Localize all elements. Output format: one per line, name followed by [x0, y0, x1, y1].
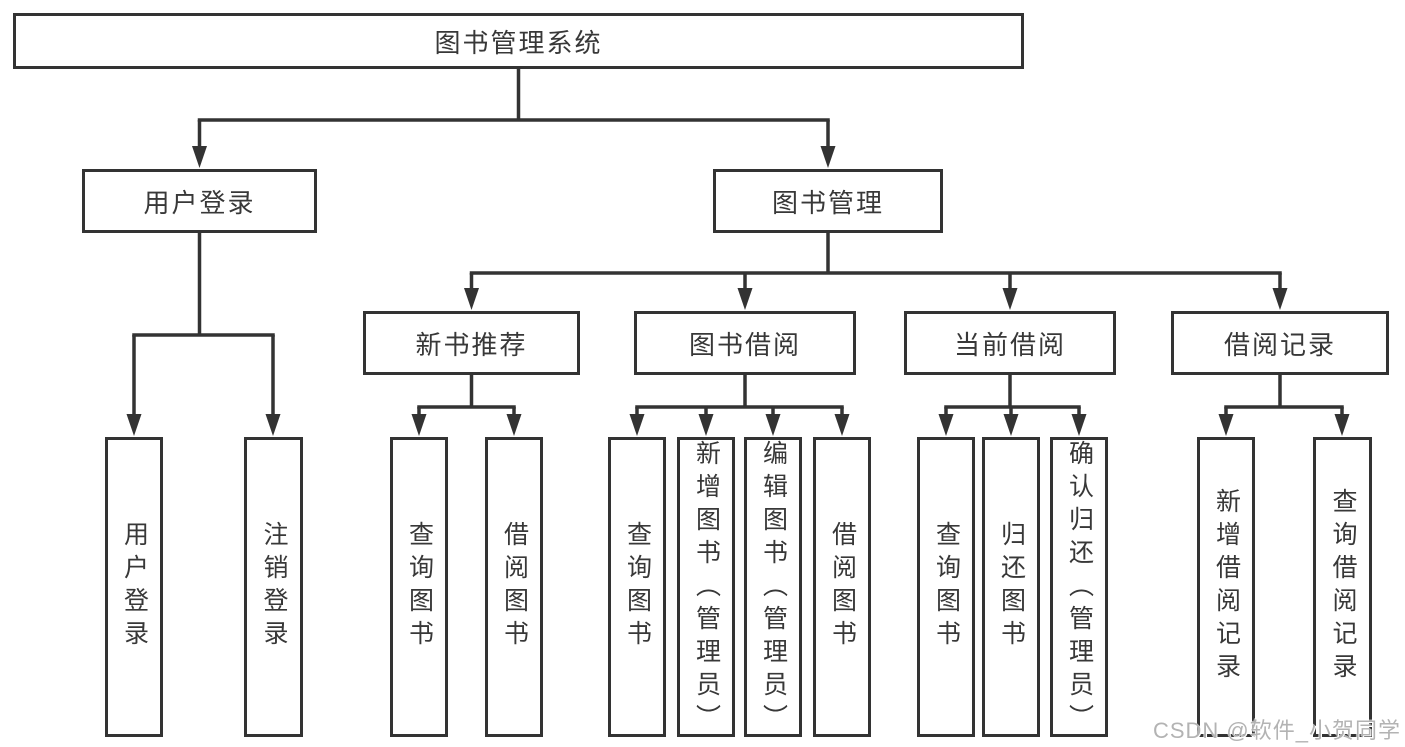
leaf-borrow-books-recommend: 借阅图书	[485, 437, 543, 737]
node-book-borrowing: 图书借阅	[634, 311, 856, 375]
leaf-query-books-borrow: 查询图书	[608, 437, 666, 737]
leaf-borrow-books-borrow: 借阅图书	[813, 437, 871, 737]
leaf-logout: 注销登录	[244, 437, 303, 737]
leaf-query-books-recommend: 查询图书	[390, 437, 448, 737]
node-borrowing-records: 借阅记录	[1171, 311, 1389, 375]
node-library-system: 图书管理系统	[13, 13, 1024, 69]
node-user-login: 用户登录	[82, 169, 317, 233]
leaf-edit-book-admin: 编辑图书（管理员）	[744, 437, 802, 737]
leaf-return-books: 归还图书	[982, 437, 1040, 737]
leaf-query-books-current: 查询图书	[917, 437, 975, 737]
leaf-add-book-admin: 新增图书（管理员）	[677, 437, 735, 737]
node-current-borrowing: 当前借阅	[904, 311, 1116, 375]
node-new-book-recommend: 新书推荐	[363, 311, 580, 375]
leaf-user-login: 用户登录	[105, 437, 163, 737]
node-book-management: 图书管理	[713, 169, 943, 233]
leaf-confirm-return-admin: 确认归还（管理员）	[1050, 437, 1108, 737]
leaf-add-borrow-record: 新增借阅记录	[1197, 437, 1255, 737]
watermark: CSDN @软件_小贺同学	[1152, 718, 1401, 743]
leaf-query-borrow-record: 查询借阅记录	[1313, 437, 1372, 737]
